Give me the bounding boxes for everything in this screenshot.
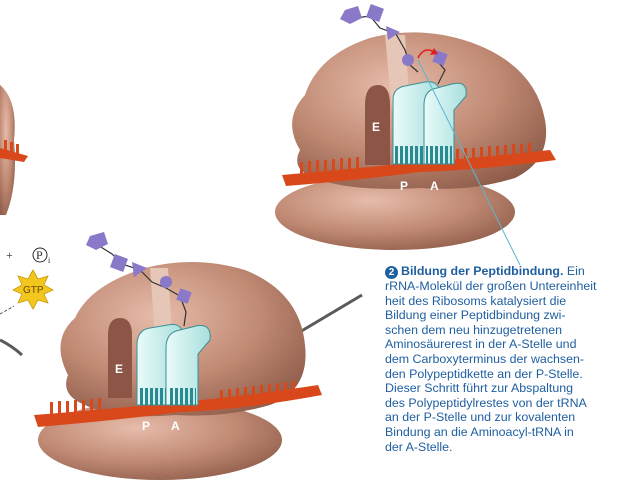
caption-line-2: heit des Ribosoms katalysiert die <box>385 294 617 309</box>
caption-line-3: Bildung einer Peptidbindung zwi- <box>385 308 617 323</box>
caption-line-12: der A-Stelle. <box>385 440 617 455</box>
caption-line-8: Dieser Schritt führt zur Abspaltung <box>385 381 617 396</box>
upper-a-site-label: A <box>430 179 439 193</box>
caption-line-9: des Polypeptidylrestes von der tRNA <box>385 396 617 411</box>
caption-line-6: dem Carboxyterminus der wachsen- <box>385 352 617 367</box>
gtp-dash-line <box>0 306 14 314</box>
caption-line-11: Bindung an die Aminoacyl-tRNA in <box>385 425 617 440</box>
gtp-label: GTP <box>23 285 44 296</box>
phosphate-subscript: i <box>48 256 51 265</box>
upper-e-site-label: E <box>372 120 380 134</box>
phosphate-symbol: P <box>36 248 43 262</box>
caption-line-0: Ein <box>563 264 584 278</box>
e-site-pocket <box>108 318 132 398</box>
step-number-badge: 2 <box>385 266 398 279</box>
caption-line-1: rRNA-Molekül der großen Untereinheit <box>385 279 617 294</box>
lower-p-site-label: P <box>142 419 150 433</box>
caption-line-7: den Polypeptidkette an der P-Stelle. <box>385 367 617 382</box>
byproduct-plus: + <box>6 248 13 262</box>
lower-a-site-label: A <box>171 419 180 433</box>
caption-line-4: schen dem neu hinzugetretenen <box>385 323 617 338</box>
upper-p-site-label: P <box>400 179 408 193</box>
lower-ribosome: E <box>34 232 322 480</box>
upper-ribosome: E <box>275 4 556 250</box>
left-incoming-arrow <box>0 340 22 355</box>
caption-line-5: Aminosäurerest in der A-Stelle und <box>385 337 617 352</box>
byproducts: + P i GTP <box>0 248 53 355</box>
lower-e-site-label: E <box>115 362 123 376</box>
caption-line-10: an der P-Stelle und zur kovalenten <box>385 410 617 425</box>
previous-ribosome-fragment <box>0 85 28 215</box>
caption-title: Bildung der Peptidbindung. <box>401 264 563 278</box>
